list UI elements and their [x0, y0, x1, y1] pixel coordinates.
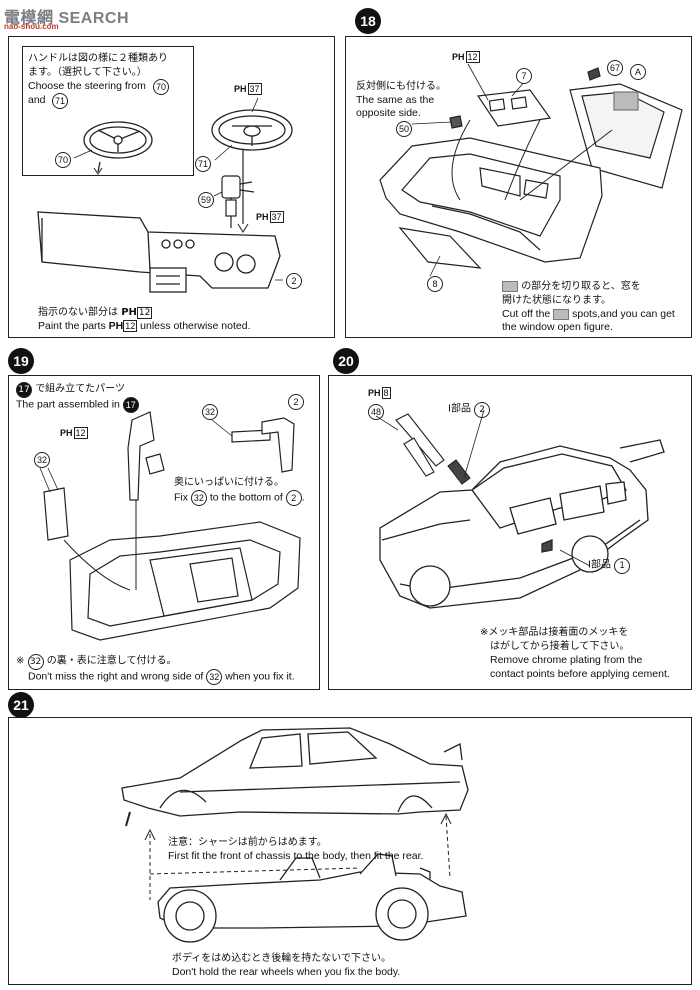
- part-71-label: 71: [195, 156, 211, 172]
- steering-column-59: [221, 175, 255, 228]
- site-logo: 電模網 SEARCH: [4, 10, 130, 27]
- step18-cut-en1: Cut off the spots,and you can get: [502, 308, 675, 320]
- step20-note-jp2: はがしてから接着して下さい。: [490, 641, 630, 652]
- site-url: nao-shou.com: [4, 22, 59, 31]
- part-50-label: 50: [396, 121, 412, 137]
- part-32-right-label: 32: [202, 404, 218, 420]
- step21-note2-en: Don't hold the rear wheels when you fix …: [172, 966, 401, 978]
- part-7-label: 7: [516, 68, 532, 84]
- step17-and: and: [28, 94, 46, 106]
- step17-jp-note2: ます。（選択して下さい。）: [28, 67, 147, 78]
- dashboard-part-2: [37, 211, 281, 293]
- part-48-label: 48: [368, 404, 384, 420]
- step-19-number: 19: [8, 348, 34, 374]
- step20-note-en2: contact points before applying cement.: [490, 668, 670, 680]
- step-21-number: 21: [8, 692, 34, 718]
- step20-label-i1: I部品 1: [588, 558, 631, 574]
- part-70-callout: 70: [153, 79, 169, 95]
- step18-cut-en2: the window open figure.: [502, 321, 613, 333]
- step19-jp1: 17 で組み立てたパーツ: [16, 382, 125, 398]
- step-18-number: 18: [355, 8, 381, 34]
- step20-note-en1: Remove chrome plating from the: [490, 654, 643, 666]
- step19-fix-jp: 奥にいっぱいに付ける。: [174, 477, 284, 488]
- part-A-label: A: [630, 64, 646, 80]
- part-2-label: 2: [286, 273, 302, 289]
- step19-en1: The part assembled in 17: [16, 397, 139, 413]
- step21-note1-en: First fit the front of chassis to the bo…: [168, 850, 424, 862]
- part-59-label: 59: [198, 192, 214, 208]
- steering-wheel-70: [83, 121, 153, 159]
- step18-en2: opposite side.: [356, 107, 421, 119]
- steering-choice-box: [22, 46, 194, 176]
- step18-cut-jp2: 開けた状態になります。: [502, 295, 611, 306]
- step18-en1: The same as the: [356, 94, 435, 106]
- step18-jp1: 反対側にも付ける。: [356, 81, 446, 92]
- part-67-label: 67: [607, 60, 623, 76]
- part-32-left-label: 32: [34, 452, 50, 468]
- step17-jp-note: ハンドルは図の様に２種類あり: [28, 53, 168, 64]
- step-20-number: 20: [333, 348, 359, 374]
- step21-note1-jp: 注意：シャーシは前からはめます。: [168, 837, 327, 848]
- part-70-label: 70: [55, 152, 71, 168]
- step17-en-note: Choose the steering from: [28, 80, 146, 92]
- step18-cut-jp1: の部分を切り取ると、窓を: [502, 280, 641, 293]
- part-2-label-19: 2: [288, 394, 304, 410]
- steering-wheel-71: [211, 109, 293, 151]
- part-8-label: 8: [427, 276, 443, 292]
- step19-fix-en: Fix 32 to the bottom of 2.: [174, 490, 305, 506]
- step19-note-jp: ※ 32 の裏・表に注意して付ける。: [16, 654, 176, 670]
- part-71-callout: 71: [52, 93, 68, 109]
- step21-note2-jp: ボディをはめ込むとき後輪を持たないで下さい。: [172, 953, 391, 964]
- step20-note-jp1: ※メッキ部品は接着面のメッキを: [480, 627, 629, 638]
- step19-note-en: Don't miss the right and wrong side of 3…: [28, 669, 295, 685]
